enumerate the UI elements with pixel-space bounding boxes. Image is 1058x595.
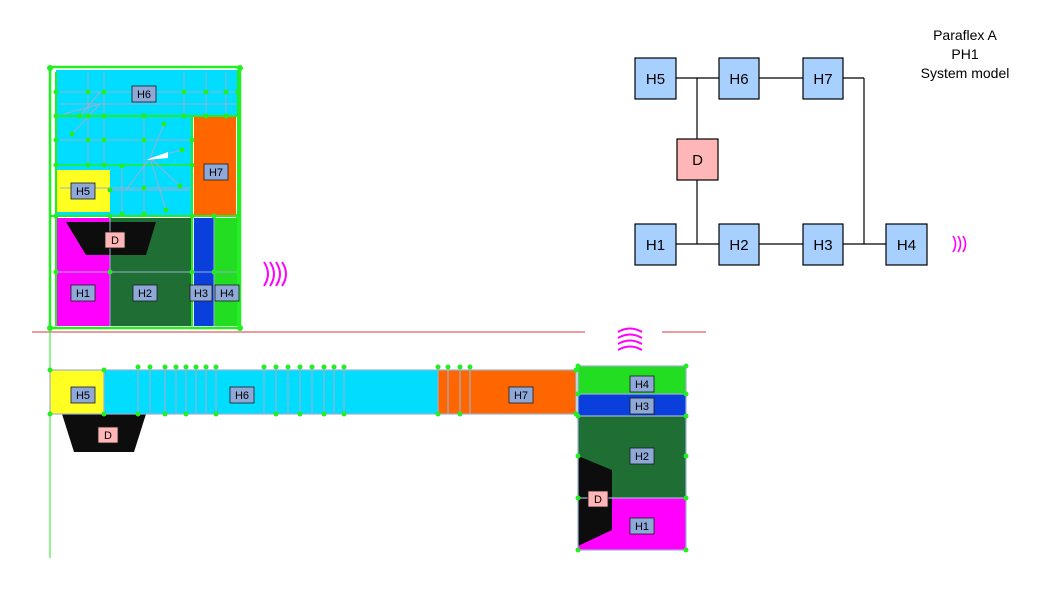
label-h1: H1	[76, 288, 90, 300]
label-d-side: D	[594, 494, 602, 506]
node-h6[interactable]	[718, 57, 760, 100]
zone-h6-bottom	[104, 370, 438, 414]
edges	[676, 77, 886, 245]
label-h4: H4	[220, 288, 234, 300]
title-block: Paraflex A PH1 System model	[890, 26, 1040, 83]
bottom-plan: H5 H6 H7 D H4 H3 H2 D H1	[47, 327, 689, 553]
label-h6-bottom: H6	[235, 390, 249, 402]
label-box	[629, 447, 655, 465]
label-d: D	[111, 235, 119, 247]
label-h2-bottom: H2	[635, 451, 649, 463]
vertex-points	[47, 65, 243, 331]
node-h3[interactable]	[802, 223, 844, 266]
label-box	[132, 284, 158, 302]
vertex-points	[47, 363, 689, 553]
node-h4-label: H4	[897, 237, 916, 254]
label-h3-bottom: H3	[635, 401, 649, 413]
bottom-outline	[49, 369, 577, 415]
label-box	[229, 386, 255, 404]
label-box	[189, 284, 213, 302]
node-d-label: D	[692, 152, 703, 169]
label-h6: H6	[137, 89, 151, 101]
top-plan: H6 H7 H5 D H1 H2 H3 H4	[47, 65, 287, 331]
node-h7[interactable]	[802, 57, 844, 100]
node-d[interactable]	[676, 138, 719, 181]
label-box	[214, 284, 240, 302]
system-model: H5 H6 H7 D H1 H2 H3 H4	[634, 57, 967, 266]
label-box	[629, 397, 655, 415]
label-h3: H3	[194, 288, 208, 300]
spring-icon	[617, 327, 643, 351]
label-box	[70, 386, 96, 404]
node-h2-label: H2	[729, 237, 748, 254]
label-h5: H5	[76, 186, 90, 198]
label-box	[97, 426, 119, 444]
label-box	[104, 231, 126, 249]
node-h1[interactable]	[634, 223, 677, 266]
zone-h7-bottom	[438, 370, 576, 414]
node-h6-label: H6	[729, 71, 748, 88]
label-box	[203, 163, 229, 181]
stair-void	[146, 152, 168, 160]
label-h1-bottom: H1	[635, 521, 649, 533]
label-box	[131, 85, 157, 103]
label-h4-bottom: H4	[635, 379, 649, 391]
node-h3-label: H3	[813, 237, 832, 254]
node-h5[interactable]	[634, 57, 677, 100]
label-box	[508, 386, 534, 404]
label-box	[587, 490, 609, 508]
title-line-product: Paraflex A	[933, 27, 997, 43]
label-box	[629, 517, 655, 535]
title-line-phase: PH1	[951, 46, 979, 62]
mesh-lines	[103, 368, 686, 499]
label-h7: H7	[209, 167, 223, 179]
label-d-bottom: D	[104, 430, 112, 442]
spring-icon	[263, 261, 287, 287]
node-h2[interactable]	[718, 223, 760, 266]
spring-icon	[952, 235, 967, 253]
label-box	[70, 182, 96, 200]
label-box	[70, 284, 96, 302]
node-h7-label: H7	[813, 71, 832, 88]
node-h1-label: H1	[646, 237, 665, 254]
label-h2: H2	[138, 288, 152, 300]
top-outline	[48, 65, 242, 330]
label-h5-bottom: H5	[76, 390, 90, 402]
label-box	[629, 375, 655, 393]
node-h4[interactable]	[885, 223, 928, 266]
title-line-model: System model	[920, 65, 1010, 81]
node-h5-label: H5	[646, 71, 665, 88]
label-h7-bottom: H7	[514, 390, 528, 402]
